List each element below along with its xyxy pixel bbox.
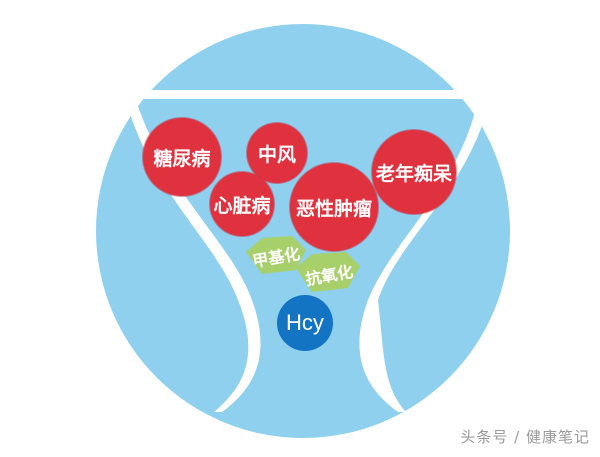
disease-diabetes: 糖尿病: [143, 118, 221, 196]
funnel-left-edge: [126, 100, 261, 412]
funnel-right-edge: [359, 100, 490, 412]
hexagon-antioxidation: [296, 252, 360, 292]
disease-label: 心脏病: [213, 194, 271, 217]
disease-label: 老年痴呆: [375, 162, 452, 185]
hexagon-methylation: [246, 236, 306, 274]
disease-label: 糖尿病: [153, 147, 211, 170]
disease-label: 中风: [257, 143, 296, 166]
disease-stroke: 中风: [247, 123, 307, 183]
disease-label: 恶性肿瘤: [295, 197, 372, 220]
top-divider: [96, 90, 510, 99]
hcy-label: Hcy: [286, 310, 324, 335]
disease-heart: 心脏病: [210, 172, 274, 236]
disease-cancer: 恶性肿瘤: [290, 163, 378, 251]
hcy-node: Hcy: [277, 295, 333, 351]
watermark: 头条号 / 健康笔记: [460, 428, 590, 446]
disease-dementia: 老年痴呆: [372, 130, 456, 214]
